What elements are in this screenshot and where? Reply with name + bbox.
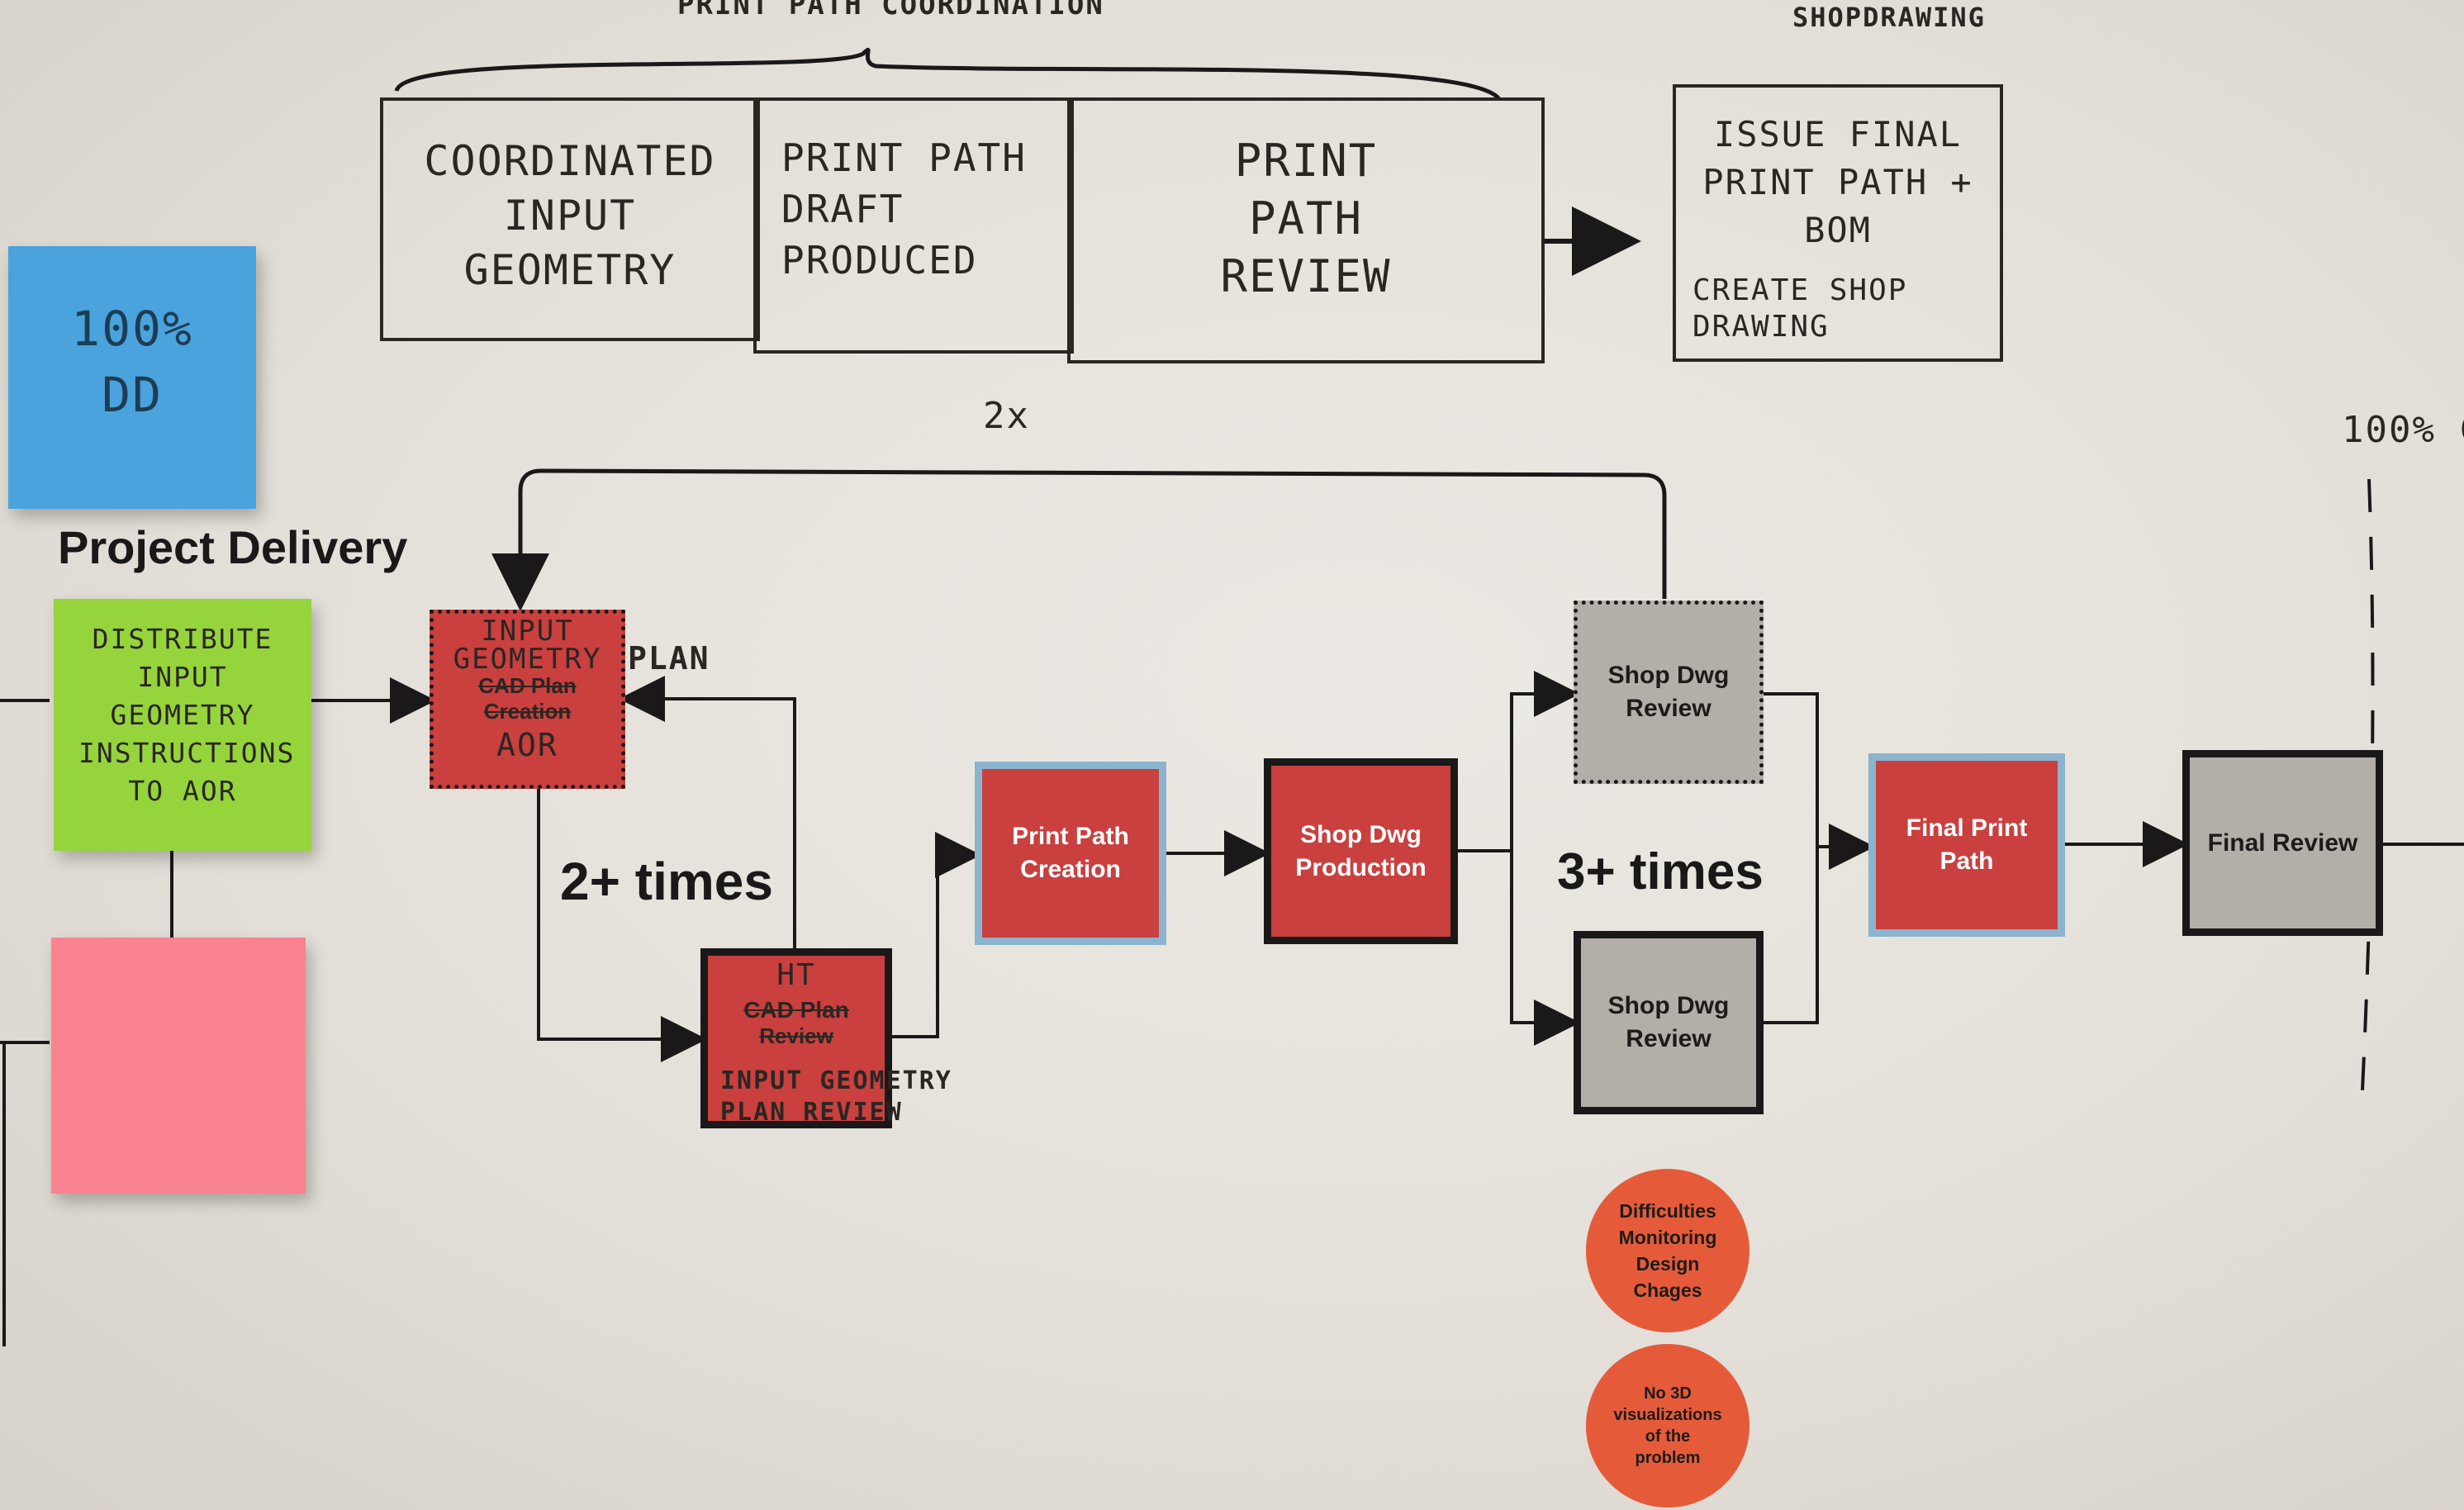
- phase-text: COORDINATED INPUT GEOMETRY: [424, 137, 716, 294]
- pain-point-text: No 3D visualizations of the problem: [1613, 1384, 1722, 1467]
- node-final-review: Final Review: [2182, 750, 2383, 936]
- repeat-count-label: 3+ times: [1557, 843, 1764, 900]
- phase-subtext: CREATE SHOP DRAWING: [1693, 273, 1908, 344]
- pain-point-circle: Difficulties Monitoring Design Chages: [1586, 1169, 1749, 1332]
- top-right-label: SHOPDRAWING: [1792, 2, 1986, 33]
- node-struck-2: Creation: [483, 699, 572, 724]
- node-shop-dwg-production: Shop Dwg Production: [1264, 758, 1458, 944]
- node-print-path-creation: Print Path Creation: [975, 762, 1166, 945]
- node-hand-top: INPUT GEOMETRY: [453, 615, 602, 676]
- repeat-count-label: 2+ times: [560, 852, 773, 911]
- phase-box-print-path-review: PRINT PATH REVIEW: [1067, 97, 1545, 363]
- sticky-text: 100% DD: [71, 301, 193, 423]
- phase-text: PRINT PATH REVIEW: [1220, 135, 1392, 302]
- node-input-geometry-plan: INPUT GEOMETRY CAD Plan Creation AOR: [430, 610, 625, 789]
- node-shop-dwg-review-bottom: Shop Dwg Review: [1574, 931, 1764, 1114]
- sticky-note-blue: 100% DD: [8, 246, 256, 509]
- sticky-note-pink: [51, 938, 306, 1194]
- loop-count-label: 2x: [983, 395, 1030, 437]
- ht-review-annotation: INPUT GEOMETRY PLAN REVIEW: [720, 1066, 952, 1127]
- sticky-note-green: DISTRIBUTE INPUT GEOMETRY INSTRUCTIONS T…: [54, 599, 311, 851]
- node-final-print-path: Final Print Path: [1868, 753, 2065, 937]
- node-struck-1: CAD Plan: [478, 673, 577, 698]
- plan-annotation: PLAN: [628, 640, 710, 677]
- milestone-label: 100% CD: [2342, 409, 2464, 451]
- top-left-label: PRINT PATH COORDINATION: [677, 0, 1104, 21]
- node-struck-2: Review: [759, 1023, 833, 1048]
- sticky-text: DISTRIBUTE INPUT GEOMETRY INSTRUCTIONS T…: [78, 623, 296, 807]
- phase-box-coordinated-input: COORDINATED INPUT GEOMETRY: [380, 97, 760, 341]
- pain-point-text: Difficulties Monitoring Design Chages: [1618, 1200, 1717, 1301]
- phase-text: PRINT PATH DRAFT PRODUCED: [781, 135, 1027, 283]
- node-shop-dwg-review-top: Shop Dwg Review: [1574, 601, 1764, 784]
- phase-box-print-path-draft: PRINT PATH DRAFT PRODUCED: [753, 97, 1074, 354]
- node-hand-top: HT: [776, 958, 816, 992]
- section-title: Project Delivery: [58, 521, 408, 573]
- node-hand-bottom: AOR: [496, 727, 558, 763]
- phase-text: ISSUE FINAL PRINT PATH + BOM: [1702, 114, 1973, 250]
- pain-point-circle: No 3D visualizations of the problem: [1586, 1344, 1749, 1508]
- phase-box-issue-final: ISSUE FINAL PRINT PATH + BOM CREATE SHOP…: [1673, 84, 2003, 362]
- node-ht-review: HT CAD Plan Review: [700, 948, 892, 1128]
- node-struck-1: CAD Plan: [743, 997, 849, 1023]
